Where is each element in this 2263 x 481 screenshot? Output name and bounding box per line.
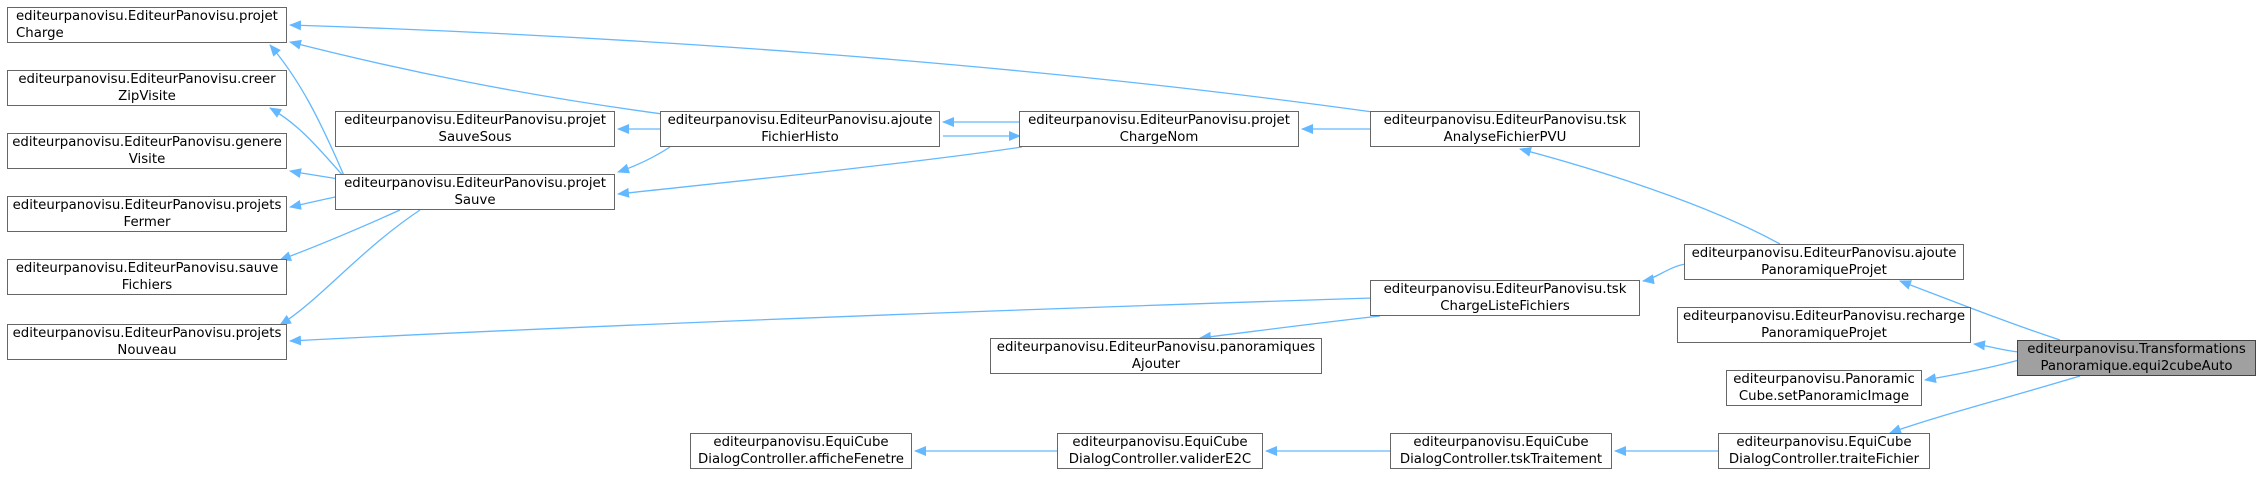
node-line-2: Ajouter xyxy=(1131,357,1181,372)
node-line-2: ChargeNom xyxy=(1119,130,1199,145)
node-line-1: editeurpanovisu.EquiCube xyxy=(1413,435,1589,450)
node-tsk-charge-liste-fichiers[interactable]: editeurpanovisu.EditeurPanovisu.tsk Char… xyxy=(1370,280,1640,316)
node-affiche-fenetre[interactable]: editeurpanovisu.EquiCube DialogControlle… xyxy=(690,433,912,469)
edge-ajoute-panoramique-to-tsk-analyse xyxy=(1519,147,1781,245)
node-line-1: editeurpanovisu.EditeurPanovisu.recharge xyxy=(1682,309,1966,324)
node-line-2: DialogController.validerE2C xyxy=(1068,452,1252,467)
node-line-2: DialogController.afficheFenetre xyxy=(698,452,904,467)
edge-root-to-recharge-panoramique xyxy=(1973,340,2020,353)
node-line-2: PanoramiqueProjet xyxy=(1761,263,1887,278)
node-line-2: Nouveau xyxy=(117,343,177,358)
node-line-1: editeurpanovisu.EditeurPanovisu.projet xyxy=(344,113,606,128)
node-tsk-traitement[interactable]: editeurpanovisu.EquiCube DialogControlle… xyxy=(1390,433,1612,469)
node-line-2: ZipVisite xyxy=(118,89,176,104)
edge-root-to-set-panoramic-image xyxy=(1924,359,2020,384)
edge-projet-charge-nom-to-projet-sauve xyxy=(617,146,1023,198)
node-projet-charge-nom[interactable]: editeurpanovisu.EditeurPanovisu.projet C… xyxy=(1019,111,1299,147)
edge-root-to-ajoute-panoramique xyxy=(1899,280,2061,341)
node-line-1: editeurpanovisu.EditeurPanovisu.tsk xyxy=(1383,113,1627,128)
node-line-1: editeurpanovisu.EquiCube xyxy=(1072,435,1248,450)
node-line-2: PanoramiqueProjet xyxy=(1761,326,1887,341)
node-line-1: editeurpanovisu.EditeurPanovisu.ajoute xyxy=(667,113,933,128)
node-line-2: ChargeListeFichiers xyxy=(1440,299,1570,314)
node-line-1: editeurpanovisu.EditeurPanovisu.genere xyxy=(12,135,282,150)
node-line-1: editeurpanovisu.EditeurPanovisu.projet xyxy=(344,176,606,191)
node-line-1: editeurpanovisu.EditeurPanovisu.projets xyxy=(12,198,282,213)
node-line-2: DialogController.tskTraitement xyxy=(1399,452,1603,467)
node-traite-fichier[interactable]: editeurpanovisu.EquiCube DialogControlle… xyxy=(1718,433,1930,469)
node-creer-zip-visite[interactable]: editeurpanovisu.EditeurPanovisu.creer Zi… xyxy=(7,70,287,106)
node-line-1: editeurpanovisu.EditeurPanovisu.projet xyxy=(16,9,278,24)
node-line-1: editeurpanovisu.Panoramic xyxy=(1733,372,1915,387)
node-line-2: DialogController.traiteFichier xyxy=(1728,452,1920,467)
node-valider-e2c[interactable]: editeurpanovisu.EquiCube DialogControlle… xyxy=(1057,433,1263,469)
node-line-2: Visite xyxy=(128,152,166,167)
node-line-1: editeurpanovisu.EquiCube xyxy=(1736,435,1912,450)
node-line-2: Sauve xyxy=(454,193,496,208)
node-line-2: FichierHisto xyxy=(761,130,839,145)
node-tsk-analyse-fichier-pvu[interactable]: editeurpanovisu.EditeurPanovisu.tsk Anal… xyxy=(1370,111,1640,147)
node-line-2: Fermer xyxy=(123,215,171,230)
edge-projet-sauve-to-projets-nouveau xyxy=(279,209,421,326)
node-line-1: editeurpanovisu.EditeurPanovisu.tsk xyxy=(1383,282,1627,297)
node-ajoute-fichier-histo[interactable]: editeurpanovisu.EditeurPanovisu.ajoute F… xyxy=(660,111,940,147)
node-root-equi2cube-auto[interactable]: editeurpanovisu.Transformations Panorami… xyxy=(2017,340,2256,376)
node-line-1: editeurpanovisu.EquiCube xyxy=(713,435,889,450)
node-line-2: Panoramique.equi2cubeAuto xyxy=(2040,359,2233,374)
node-projets-nouveau[interactable]: editeurpanovisu.EditeurPanovisu.projets … xyxy=(7,324,287,360)
node-line-2: Fichiers xyxy=(121,278,173,293)
edge-projet-sauve-to-projet-charge xyxy=(269,44,346,179)
node-line-2: AnalyseFichierPVU xyxy=(1443,130,1567,145)
edge-ajoute-histo-to-projet-sauve xyxy=(617,146,671,174)
node-line-2: Charge xyxy=(16,26,64,41)
node-line-1: editeurpanovisu.EditeurPanovisu.ajoute xyxy=(1691,246,1957,261)
node-line-2: Cube.setPanoramicImage xyxy=(1738,389,1910,404)
node-line-1: editeurpanovisu.EditeurPanovisu.projets xyxy=(12,326,282,341)
node-projet-charge[interactable]: editeurpanovisu.EditeurPanovisu.projet C… xyxy=(7,7,287,43)
node-line-1: editeurpanovisu.EditeurPanovisu.projet xyxy=(1028,113,1290,128)
edge-projet-sauve-to-sauve-fichiers xyxy=(279,209,401,261)
node-projet-sauve-sous[interactable]: editeurpanovisu.EditeurPanovisu.projet S… xyxy=(335,111,615,147)
edge-projet-sauve-to-creer-zip xyxy=(269,107,346,179)
node-line-1: editeurpanovisu.EditeurPanovisu.creer xyxy=(18,72,276,87)
edge-tsk-charge-liste-to-projets-nouveau xyxy=(289,297,1373,346)
node-panoramiques-ajouter[interactable]: editeurpanovisu.EditeurPanovisu.panorami… xyxy=(990,338,1322,374)
edge-ajoute-panoramique-to-tsk-charge-liste xyxy=(1642,263,1687,285)
node-set-panoramic-image[interactable]: editeurpanovisu.Panoramic Cube.setPanora… xyxy=(1726,370,1922,406)
node-projet-sauve[interactable]: editeurpanovisu.EditeurPanovisu.projet S… xyxy=(335,174,615,210)
edge-tsk-charge-liste-to-panoramiques-ajouter xyxy=(1199,315,1381,342)
node-ajoute-panoramique-projet[interactable]: editeurpanovisu.EditeurPanovisu.ajoute P… xyxy=(1684,244,1964,280)
edge-root-to-traite-fichier xyxy=(1889,375,2081,434)
node-recharge-panoramique-projet[interactable]: editeurpanovisu.EditeurPanovisu.recharge… xyxy=(1677,307,1971,343)
node-line-1: editeurpanovisu.EditeurPanovisu.sauve xyxy=(15,261,279,276)
node-projets-fermer[interactable]: editeurpanovisu.EditeurPanovisu.projets … xyxy=(7,196,287,232)
edge-ajoute-histo-to-projet-charge xyxy=(289,39,671,116)
node-sauve-fichiers[interactable]: editeurpanovisu.EditeurPanovisu.sauve Fi… xyxy=(7,259,287,295)
node-line-1: editeurpanovisu.Transformations xyxy=(2027,342,2246,357)
node-line-1: editeurpanovisu.EditeurPanovisu.panorami… xyxy=(996,340,1316,355)
edge-tsk-analyse-to-projet-charge xyxy=(289,20,1381,114)
node-genere-visite[interactable]: editeurpanovisu.EditeurPanovisu.genere V… xyxy=(7,133,287,169)
node-line-2: SauveSous xyxy=(438,130,512,145)
